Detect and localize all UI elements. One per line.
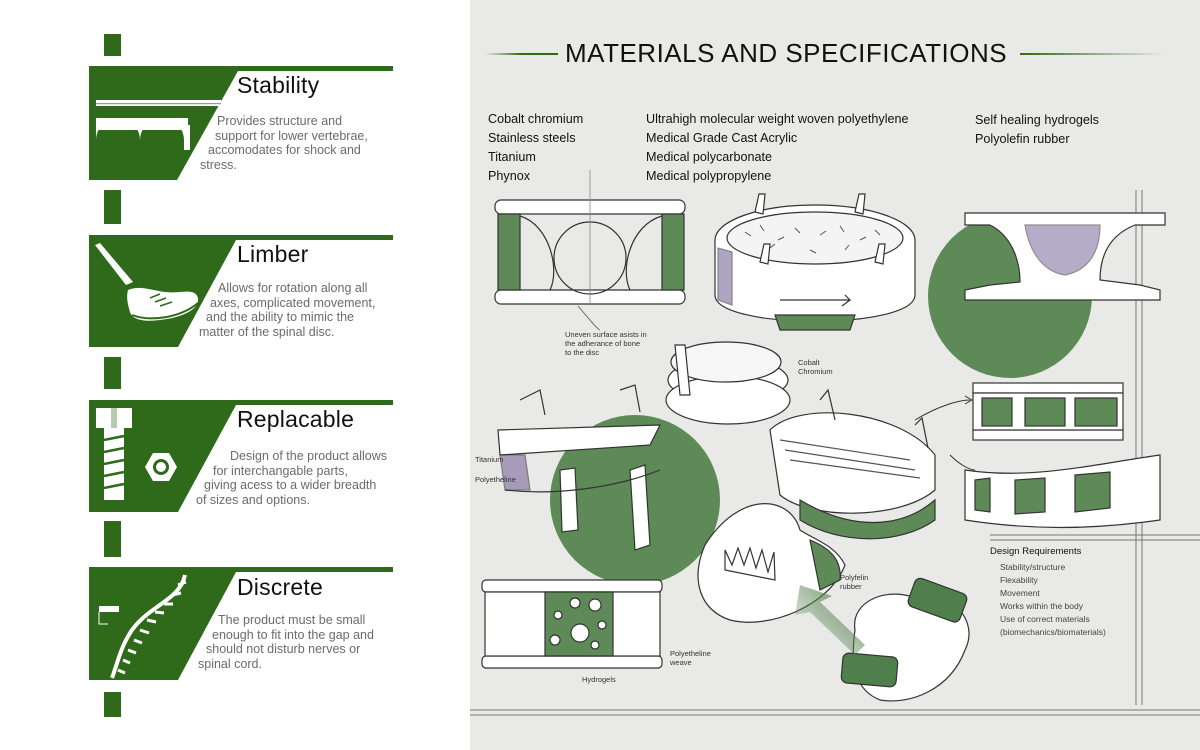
stability-card-shape (89, 66, 393, 180)
anno-line: the adherance of bone (565, 339, 641, 348)
material-item: Medical polypropylene (646, 169, 772, 183)
feature-title-replacable: Replacable (237, 406, 355, 432)
desc-line: should not disturb nerves or (206, 642, 361, 656)
vertebrae-icon (96, 118, 190, 152)
material-item: Stainless steels (488, 131, 576, 145)
implant-sketch-side (964, 212, 1166, 529)
material-item: Medical Grade Cast Acrylic (646, 131, 798, 145)
desc-line: accomodates for shock and (208, 143, 361, 157)
material-item: Ultrahigh molecular weight woven polyeth… (646, 112, 909, 126)
nut-icon (145, 453, 177, 481)
requirement-item: Use of correct materials (1000, 614, 1090, 624)
implant-sketch-bracket (497, 384, 661, 551)
features-graphics (89, 34, 393, 717)
desc-line: stress. (200, 157, 237, 172)
anno-line: rubber (840, 582, 862, 591)
annotation-cobalt: Cobalt Chromium (798, 358, 833, 376)
replacable-card-shape (89, 400, 393, 512)
desc-line: support for lower vertebrae, (215, 128, 368, 143)
material-item: Medical polycarbonate (646, 150, 773, 164)
feature-desc-discrete: The product must be small enough to fit … (198, 613, 374, 671)
requirements-list: Stability/structure Flexability Movement… (990, 561, 1106, 639)
desc-line: Provides structure and (217, 114, 343, 128)
material-item: Self healing hydrogels (975, 113, 1099, 127)
anno-line: Uneven surface asists in (565, 330, 647, 339)
features-panel: Stability Provides structure and support… (0, 0, 470, 750)
feature-desc-limber: Allows for rotation along all axes, comp… (196, 281, 375, 339)
desc-line: and the ability to mimic the (206, 310, 354, 324)
anno-line: weave (670, 658, 692, 667)
annotation-polyfelin: Polyfelin rubber (840, 573, 868, 591)
feature-title-stability: Stability (237, 72, 320, 98)
desc-line: axes, complicated movement, (210, 295, 376, 310)
feature-desc-stability: Provides structure and support for lower… (200, 114, 368, 172)
feature-title-limber: Limber (237, 241, 309, 267)
design-requirements: Design Requirements Stability/structure … (990, 546, 1106, 639)
annotation-polyetheline: Polyetheline (475, 475, 516, 484)
material-item: Phynox (488, 169, 531, 183)
implant-sketch-frontal (494, 170, 686, 331)
annotation-titanium: Titanium (475, 455, 504, 464)
anno-line: Cobalt (798, 358, 820, 367)
title-rule-right (1020, 53, 1165, 55)
spine-icon (98, 574, 187, 679)
materials-polymers-list: Ultrahigh molecular weight woven polyeth… (646, 110, 909, 186)
page-title: MATERIALS AND SPECIFICATIONS (565, 38, 1008, 68)
connector-segment (104, 357, 121, 389)
implant-sketch-cleat (769, 388, 936, 540)
annotation-uneven-surface: Uneven surface asists in the adherance o… (565, 330, 647, 357)
desc-line: for interchangable parts, (213, 463, 348, 478)
feature-desc-replacable: Design of the product allows for interch… (196, 449, 387, 507)
sketch-graphics (470, 53, 1200, 716)
requirement-item: Stability/structure (1000, 562, 1066, 572)
requirement-item: Flexability (1000, 575, 1038, 585)
implant-sketch-oval (714, 193, 916, 331)
desc-line: giving acess to a wider breadth (204, 478, 377, 492)
anno-line: Polyetheline (670, 649, 711, 658)
materials-soft-list: Self healing hydrogels Polyolefin rubber (975, 111, 1099, 149)
desc-line: Allows for rotation along all (218, 281, 368, 295)
anno-line: Chromium (798, 367, 833, 376)
annotation-weave: Polyetheline weave (670, 649, 711, 667)
requirements-title: Design Requirements (990, 546, 1082, 557)
desc-line: of sizes and options. (196, 492, 310, 507)
desc-line: matter of the spinal disc. (199, 324, 335, 339)
material-item: Polyolefin rubber (975, 132, 1070, 146)
requirement-item: Movement (1000, 588, 1040, 598)
title-rule-left (485, 53, 558, 55)
limber-card-shape (89, 235, 393, 347)
requirement-item: (biomechanics/biomaterials) (1000, 627, 1106, 637)
implant-sketch-pads (840, 577, 970, 702)
desc-line: Design of the product allows (230, 449, 388, 463)
desc-line: spinal cord. (198, 656, 262, 671)
requirement-item: Works within the body (1000, 601, 1083, 611)
anno-line: Polyfelin (840, 573, 869, 582)
feature-title-discrete: Discrete (237, 574, 323, 600)
sneaker-icon (95, 243, 199, 321)
anno-line: to the disc (565, 348, 600, 357)
material-item: Cobalt chromium (488, 112, 584, 126)
motion-arrows (914, 395, 976, 471)
desc-line: The product must be small (218, 613, 366, 627)
materials-metals-list: Cobalt chromium Stainless steels Titaniu… (488, 110, 583, 186)
annotation-hydrogels: Hydrogels (582, 675, 616, 684)
desc-line: enough to fit into the gap and (212, 627, 374, 642)
connector-segment (104, 190, 121, 224)
flow-arrow-icon (795, 585, 865, 655)
connector-segment (104, 34, 121, 56)
background-linework (470, 190, 1200, 716)
connector-segment (104, 692, 121, 717)
material-item: Titanium (488, 150, 536, 164)
implant-sketch-hydrogel (481, 579, 663, 669)
connector-segment (104, 521, 121, 557)
implant-sketch-stacked (665, 341, 791, 425)
materials-panel: MATERIALS AND SPECIFICATIONS Cobalt chro… (470, 0, 1200, 750)
discrete-card-shape (89, 567, 393, 680)
bolt-icon (96, 408, 132, 500)
